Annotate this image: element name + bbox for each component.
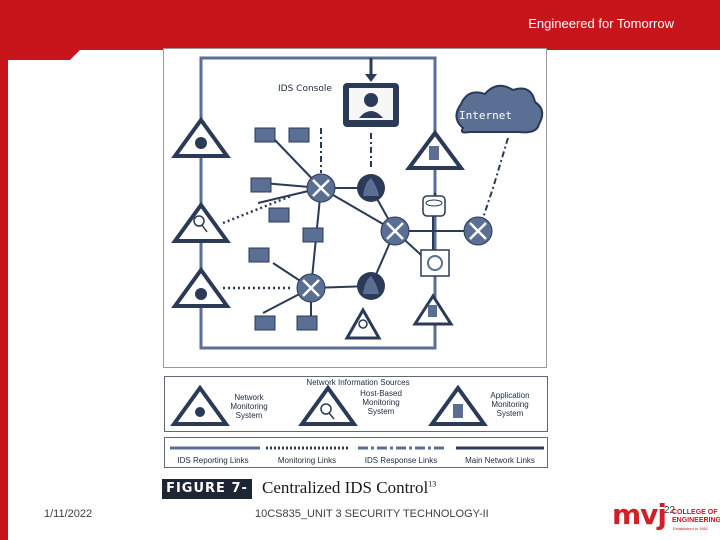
header-bar: [0, 0, 720, 50]
figure-footnote: 13: [428, 479, 437, 489]
legend-host-ids-icon: [298, 384, 358, 426]
legend-application-ids-icon: [428, 384, 488, 426]
host-ids-triangle-icon: [344, 306, 382, 340]
legend-title: Network Information Sources: [306, 378, 410, 387]
legend-network-ids-icon: [170, 384, 230, 426]
legend-main-network-links-label: Main Network Links: [465, 456, 535, 465]
network-ids-triangle-icon: [171, 116, 231, 158]
legend-reporting-links-label: IDS Reporting Links: [177, 456, 249, 465]
network-ids-triangle-icon: [171, 266, 231, 308]
workstation-icon: [248, 247, 270, 263]
diagram-canvas: IDS Console Internet: [171, 56, 544, 350]
application-ids-triangle-icon: [412, 293, 454, 326]
legend-response-links-label: IDS Response Links: [364, 456, 438, 465]
workstation-icon: [254, 127, 276, 143]
legend-host-monitoring-label: Host-Based Monitoring System: [360, 389, 402, 416]
host-ids-triangle-icon: [171, 201, 231, 243]
header-tagline: Engineered for Tomorrow: [528, 16, 674, 31]
internet-cloud-icon: [455, 84, 544, 134]
figure-badge: FIGURE 7-4: [162, 479, 252, 516]
response-links: [320, 128, 509, 219]
college-logo: mvj: [612, 498, 667, 531]
internet-label: Internet: [459, 109, 512, 122]
footer-page-number: 22: [664, 505, 676, 516]
firewall-icon: [357, 174, 385, 202]
footer-date: 1/11/2022: [44, 508, 93, 520]
legend-links-panel: [164, 437, 548, 468]
figure-caption: Centralized IDS Control13: [262, 478, 436, 498]
figure-caption-text: Centralized IDS Control: [262, 478, 429, 497]
workstation-icon: [296, 315, 318, 331]
workstation-icon: [250, 177, 272, 193]
footer-course: 10CS835_UNIT 3 SECURITY TECHNOLOGY-II: [255, 508, 489, 520]
console-feed-arrow: [365, 74, 377, 82]
legend-monitoring-links-label: Monitoring Links: [277, 456, 337, 465]
logo-college-line2: ENGINEERING: [672, 517, 720, 524]
workstation-icon: [302, 227, 324, 243]
left-accent-stripe: [0, 44, 8, 540]
workstation-icon: [254, 315, 276, 331]
monitoring-links: [222, 193, 437, 290]
logo-subtitle: Established in 1982: [673, 526, 708, 531]
workstation-icon: [268, 207, 290, 223]
header-notch: [0, 40, 90, 60]
firewall-icon: [357, 272, 385, 300]
legend-link-lines: [170, 446, 544, 450]
legend-network-monitoring-label: Network Monitoring System: [230, 393, 268, 420]
ids-console-label: IDS Console: [278, 84, 332, 94]
database-icon: [422, 195, 446, 217]
server-hub-icon: [420, 249, 450, 277]
application-ids-triangle-icon: [405, 129, 465, 170]
workstation-icon: [288, 127, 310, 143]
legend-application-monitoring-label: Application Monitoring System: [490, 391, 530, 418]
logo-college-line1: COLLEGE OF: [672, 509, 718, 516]
ids-reporting-loop: [199, 56, 437, 350]
